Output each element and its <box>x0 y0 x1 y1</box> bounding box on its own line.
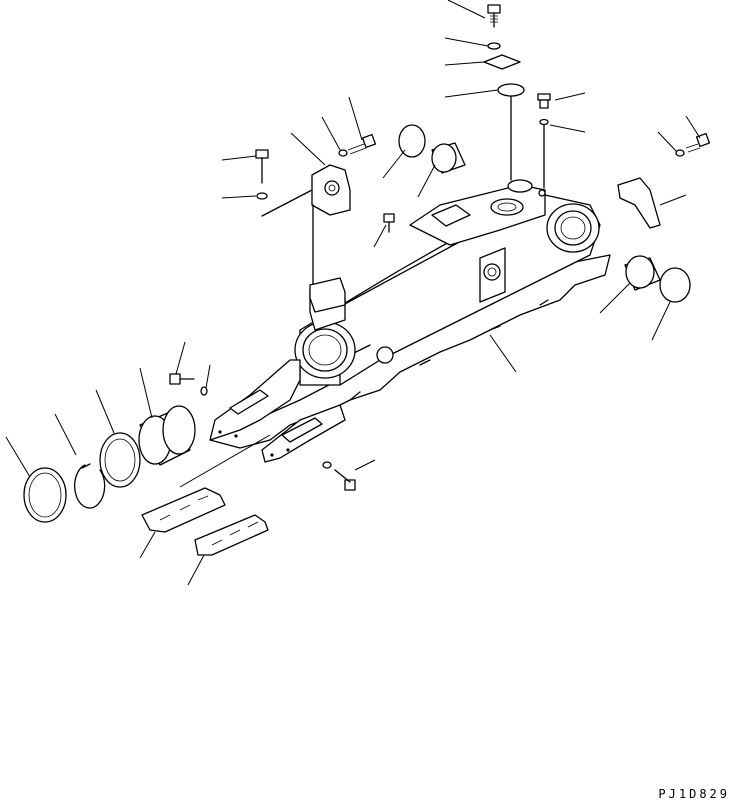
front-bore <box>294 321 356 379</box>
cover-plate <box>483 54 521 70</box>
frame-bolt <box>383 213 395 233</box>
right-guard <box>617 132 711 229</box>
top-seal-ring <box>398 124 426 158</box>
bracket-bolt-top <box>338 133 377 157</box>
cover-washer <box>487 42 501 50</box>
bracket-bolt-left <box>255 149 313 217</box>
track-frame <box>209 179 611 463</box>
arm-bolt-left <box>169 373 208 396</box>
leader-lines <box>5 0 701 586</box>
rear-seal-ring <box>659 267 691 303</box>
front-oring <box>23 467 67 523</box>
mount-bracket <box>309 164 351 313</box>
top-bushing <box>431 142 466 174</box>
drawing-code-label: PJ1D829 <box>658 787 730 801</box>
front-bushing <box>138 405 196 466</box>
drain-plug <box>537 93 551 109</box>
guide-plate-lower <box>194 514 269 556</box>
guide-plate-upper <box>141 487 226 533</box>
cover-bolt <box>487 4 501 28</box>
rear-bushing <box>624 255 661 291</box>
snap-ring <box>74 463 106 509</box>
arm-bolt-right <box>322 461 356 491</box>
cover-oring <box>497 83 525 97</box>
plug-seal <box>539 118 549 126</box>
front-seal-ring <box>99 432 141 488</box>
rear-bore <box>546 203 600 253</box>
